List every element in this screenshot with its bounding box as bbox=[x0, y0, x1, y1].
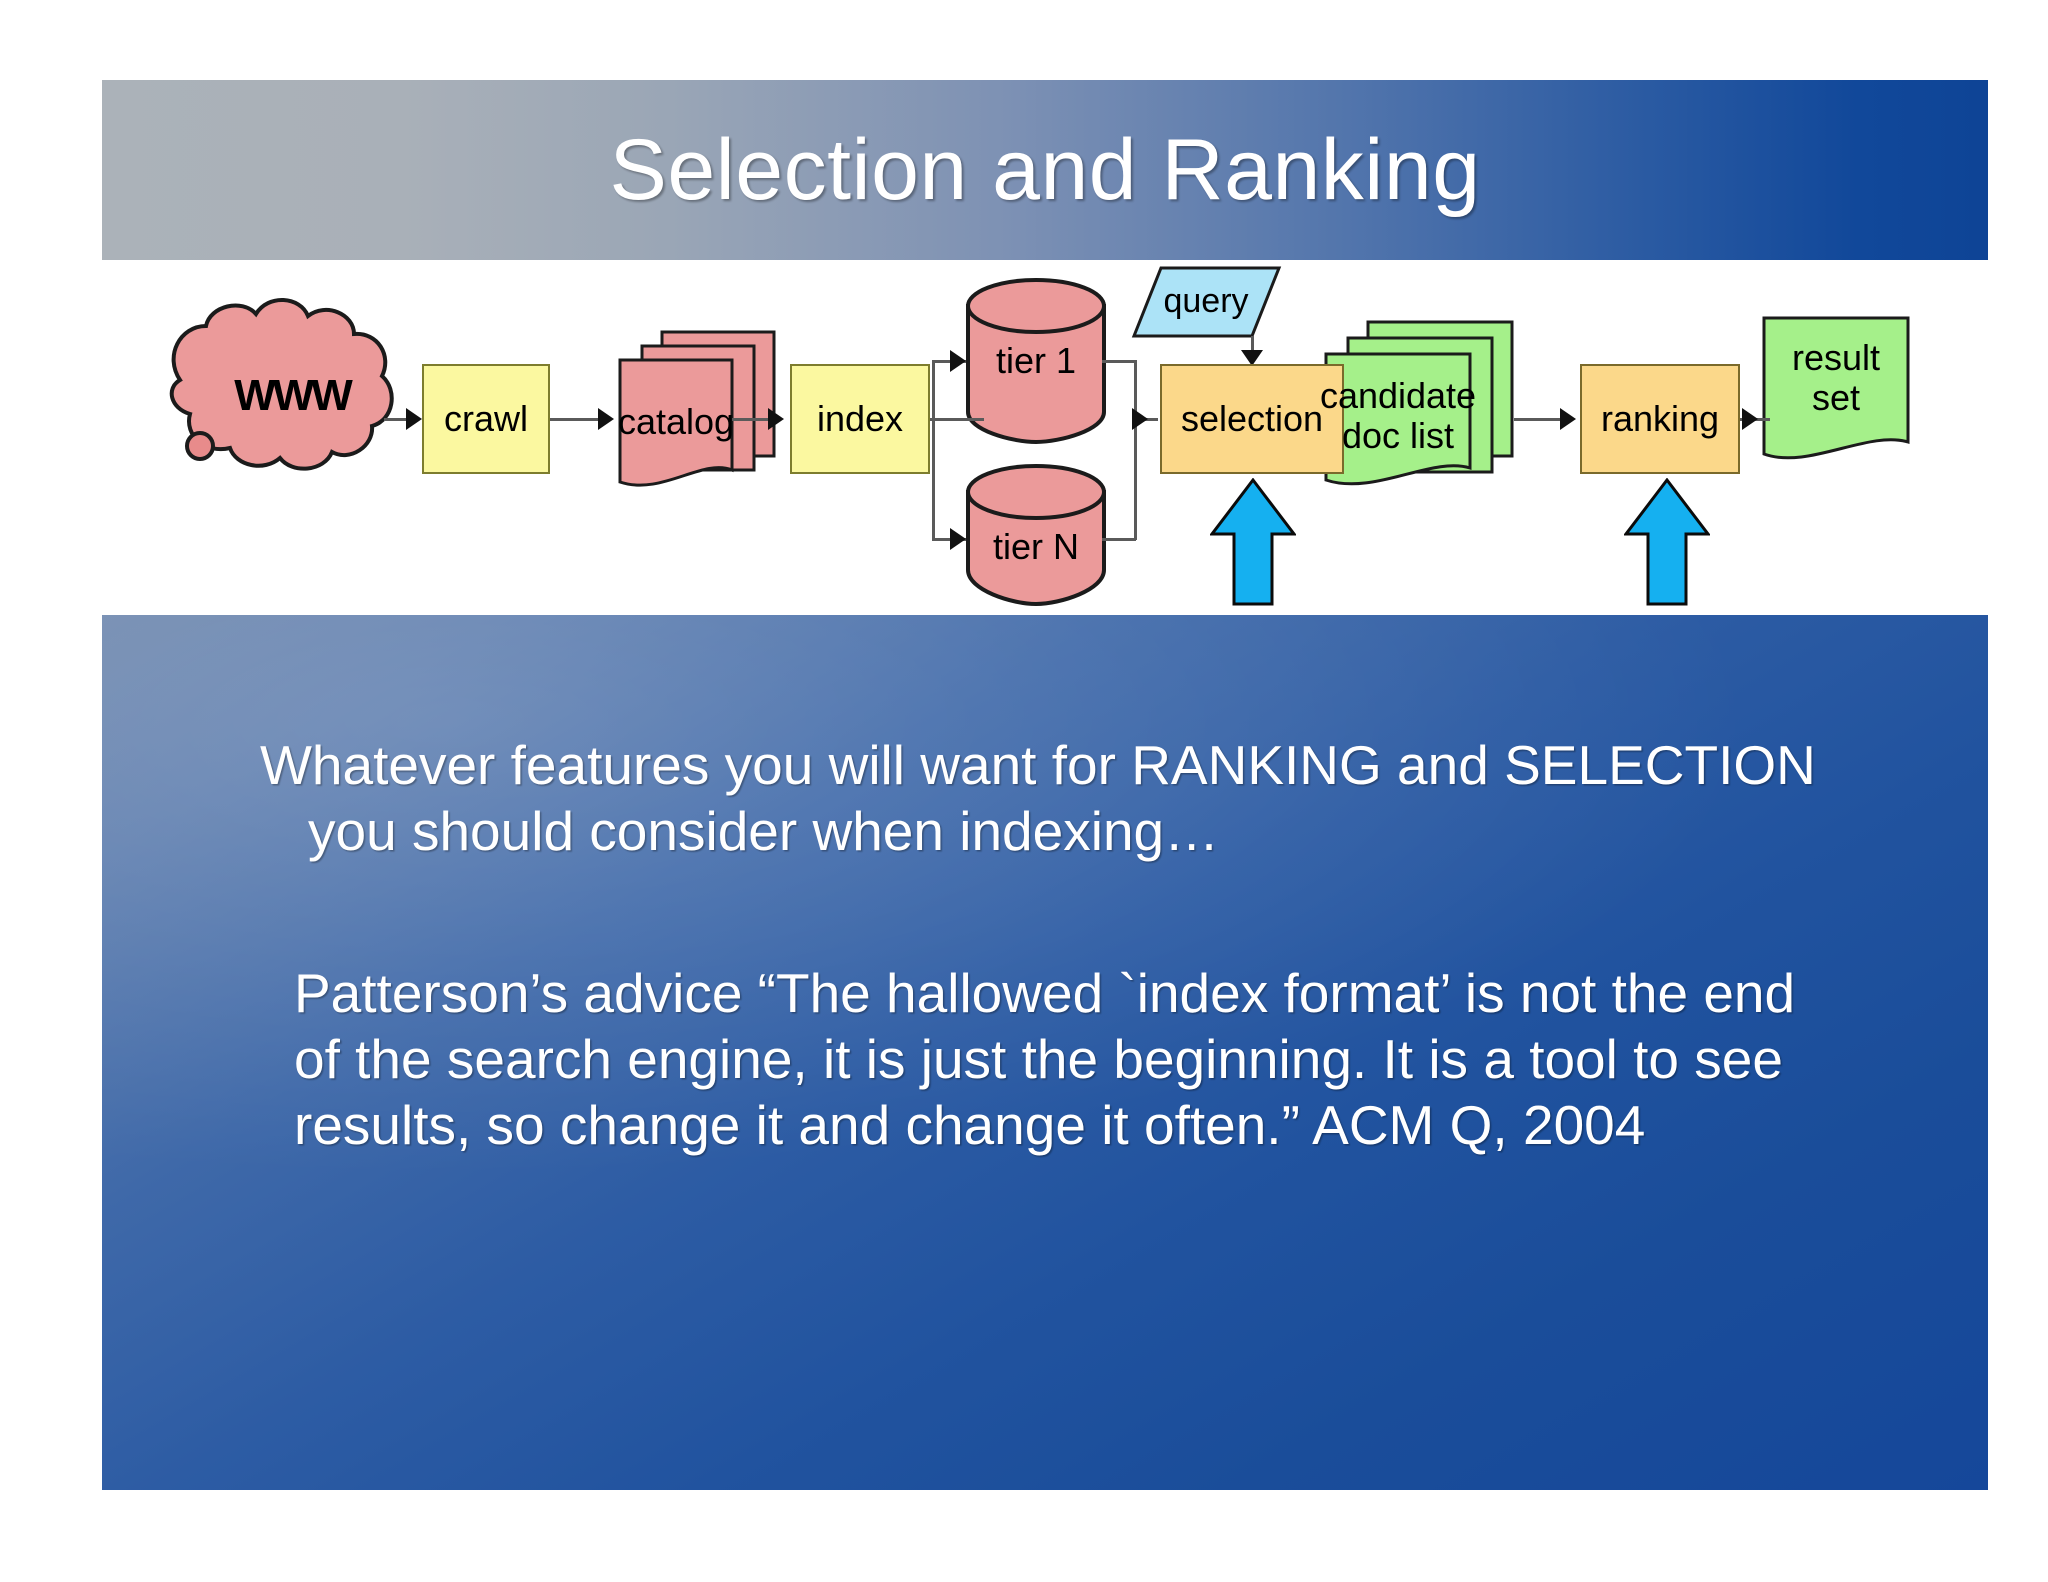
diagram-band: WWW crawl catalog index tier 1 tier N qu… bbox=[102, 260, 1988, 615]
node-index-label: index bbox=[816, 398, 904, 440]
edge-index-tier1 bbox=[932, 360, 966, 363]
node-tierN-shape bbox=[966, 464, 1106, 607]
body-paragraph-2: Patterson’s advice “The hallowed `index … bbox=[294, 962, 1796, 1156]
edge-index-tierN bbox=[932, 538, 966, 541]
edge-query-selection-arrowhead bbox=[1241, 350, 1263, 366]
node-catalog-shape bbox=[618, 330, 776, 487]
diagram-shapes bbox=[169, 266, 1910, 607]
edge-index-tier1-arrowhead bbox=[950, 350, 966, 372]
edge-index-split-vertical bbox=[932, 360, 935, 540]
node-index-shape bbox=[790, 364, 930, 474]
node-selection-shape bbox=[1160, 364, 1344, 474]
edge-merge-selection-arrowhead bbox=[1132, 408, 1148, 430]
edge-tier1-merge bbox=[1102, 360, 1136, 363]
node-tier1-shape bbox=[966, 278, 1106, 445]
edge-index-tierN-arrowhead bbox=[950, 528, 966, 550]
node-selection-label: selection bbox=[1180, 398, 1324, 440]
edge-candidate-ranking bbox=[1514, 418, 1564, 421]
node-result-shape bbox=[1762, 316, 1910, 460]
node-tier1-label: tier 1 bbox=[995, 340, 1077, 382]
title-band: Selection and Ranking bbox=[102, 80, 1988, 260]
node-crawl-label: crawl bbox=[443, 398, 528, 440]
node-ranking-label: ranking bbox=[1600, 398, 1720, 440]
edge-query-selection bbox=[1251, 336, 1254, 356]
edge-crawl-catalog bbox=[550, 418, 600, 421]
node-catalog-label: catalog bbox=[617, 401, 735, 443]
node-ranking-shape bbox=[1580, 364, 1740, 474]
node-query-label: query bbox=[1163, 282, 1249, 321]
edge-tierN-merge bbox=[1102, 538, 1136, 541]
highlight-arrow-ranking-icon bbox=[1624, 478, 1710, 606]
edge-candidate-ranking-arrowhead bbox=[1560, 408, 1576, 430]
edge-index-trunk bbox=[930, 418, 984, 421]
edge-catalog-index-arrowhead bbox=[768, 408, 784, 430]
edge-ranking-result-arrowhead bbox=[1742, 408, 1758, 430]
edge-crawl-catalog-arrowhead bbox=[598, 408, 614, 430]
edge-www-crawl bbox=[384, 418, 408, 421]
node-tierN-label: tier N bbox=[992, 526, 1079, 568]
node-crawl-shape bbox=[422, 364, 550, 474]
highlight-arrow-selection-icon bbox=[1210, 478, 1296, 606]
node-result-label: result set bbox=[1791, 337, 1881, 418]
node-candidate-shape bbox=[1324, 320, 1514, 486]
edge-www-crawl-arrowhead bbox=[406, 408, 422, 430]
body-paragraph-1: Whatever features you will want for RANK… bbox=[260, 734, 1816, 862]
node-www-shape bbox=[169, 298, 394, 471]
search-engine-pipeline-diagram: WWW crawl catalog index tier 1 tier N qu… bbox=[102, 260, 1988, 615]
body-band: Whatever features you will want for RANK… bbox=[102, 615, 1988, 1490]
edge-catalog-index bbox=[732, 418, 770, 421]
node-candidate-label: candidate doc list bbox=[1319, 375, 1477, 456]
slide: Selection and Ranking bbox=[102, 80, 1988, 1490]
edge-merge-vertical bbox=[1134, 360, 1137, 540]
page-title: Selection and Ranking bbox=[609, 121, 1481, 218]
node-www-label: WWW bbox=[234, 370, 353, 420]
